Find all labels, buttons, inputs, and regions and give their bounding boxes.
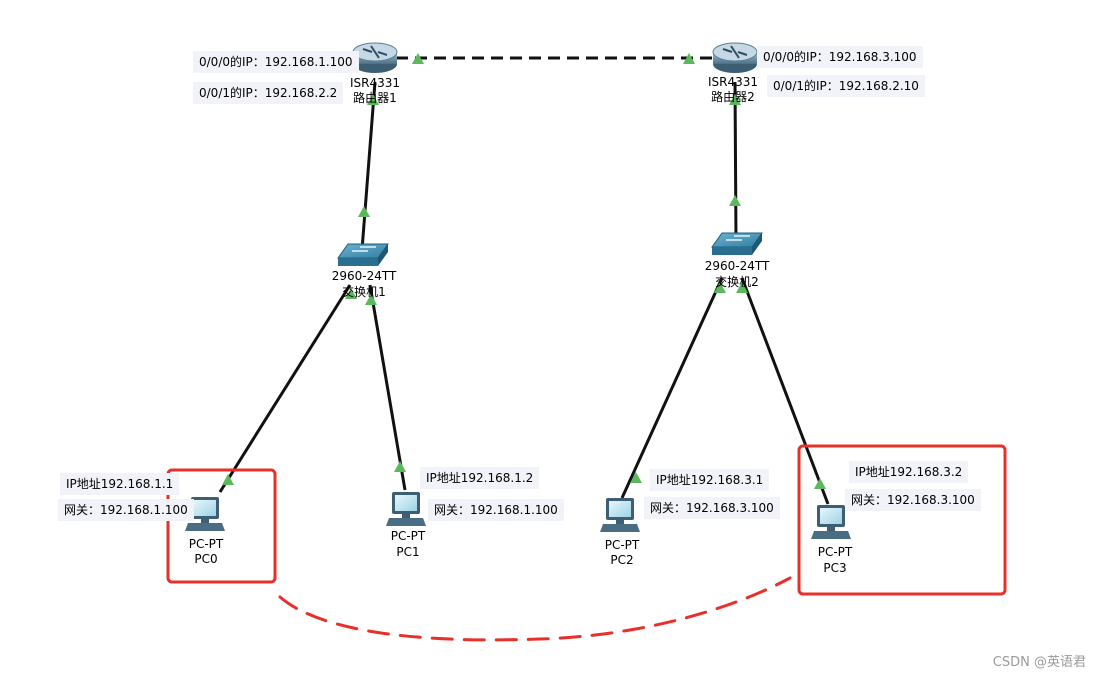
port-up-icon — [814, 478, 826, 489]
router2-model: ISR4331 — [707, 75, 759, 89]
pc1-model: PC-PT — [390, 529, 426, 543]
highlight-box-pc3 — [797, 444, 1007, 596]
pc1-gateway-label: 网关：192.168.1.100 — [428, 499, 564, 521]
switch2-name: 交换机2 — [715, 275, 759, 289]
pc0-gateway-label: 网关：192.168.1.100 — [58, 499, 194, 521]
port-up-icon — [729, 195, 741, 206]
link-switch2-pc3 — [740, 277, 830, 505]
pc3-name: PC3 — [823, 561, 847, 575]
router1-model: ISR4331 — [349, 76, 401, 90]
link-switch1-pc0 — [218, 284, 352, 493]
port-up-icon — [736, 282, 748, 293]
router-icon[interactable] — [352, 42, 398, 73]
router2-name: 路由器2 — [711, 90, 755, 104]
connection-arc — [278, 576, 792, 642]
router1-ip-label-1: 0/0/1的IP：192.168.2.2 — [193, 82, 344, 104]
port-up-icon — [729, 94, 741, 105]
switch1-name: 交换机1 — [342, 285, 386, 299]
link-switch2-pc2 — [620, 277, 724, 499]
port-up-icon — [630, 472, 642, 483]
port-up-icon — [412, 53, 424, 64]
pc-icon[interactable] — [811, 505, 851, 539]
switch2-model: 2960-24TT — [704, 259, 770, 273]
port-up-icon — [367, 94, 379, 105]
router1-name: 路由器1 — [353, 91, 397, 105]
pc1-ip-label: IP地址192.168.1.2 — [420, 467, 540, 489]
link-router2-switch2 — [733, 81, 738, 241]
link-switch1-pc1 — [368, 284, 407, 491]
pc0-ip-label: IP地址192.168.1.1 — [60, 473, 180, 495]
pc-icon[interactable] — [185, 497, 225, 531]
link-router1-switch1 — [360, 81, 377, 251]
port-up-icon — [358, 206, 370, 217]
pc2-gateway-label: 网关：192.168.3.100 — [644, 497, 780, 519]
pc3-model: PC-PT — [817, 545, 853, 559]
pc2-model: PC-PT — [604, 538, 640, 552]
pc2-ip-label: IP地址192.168.3.1 — [650, 469, 770, 491]
port-up-icon — [683, 53, 695, 64]
pc-icon[interactable] — [600, 498, 640, 532]
switch-icon[interactable] — [711, 232, 763, 255]
router-icon[interactable] — [712, 42, 758, 73]
switch-icon[interactable] — [337, 243, 389, 266]
port-up-icon — [714, 282, 726, 293]
pc0-name: PC0 — [194, 552, 218, 566]
pc1-name: PC1 — [396, 545, 420, 559]
pc3-ip-label: IP地址192.168.3.2 — [849, 461, 969, 483]
highlight-box-pc0 — [166, 468, 277, 584]
port-up-icon — [222, 474, 234, 485]
router1-ip-label-0: 0/0/0的IP：192.168.1.100 — [193, 51, 359, 73]
port-up-icon — [394, 461, 406, 472]
router2-ip-label-1: 0/0/1的IP：192.168.2.10 — [767, 75, 925, 97]
pc3-gateway-label: 网关：192.168.3.100 — [845, 489, 981, 511]
pc-icon[interactable] — [386, 492, 426, 526]
pc2-name: PC2 — [610, 553, 634, 567]
router2-ip-label-0: 0/0/0的IP：192.168.3.100 — [757, 46, 923, 68]
port-up-icon — [365, 294, 377, 305]
port-up-icon — [345, 288, 357, 299]
switch1-model: 2960-24TT — [331, 269, 397, 283]
pc0-model: PC-PT — [188, 537, 224, 551]
watermark: CSDN @英语君 — [992, 655, 1086, 670]
port-status-markers — [222, 53, 826, 489]
